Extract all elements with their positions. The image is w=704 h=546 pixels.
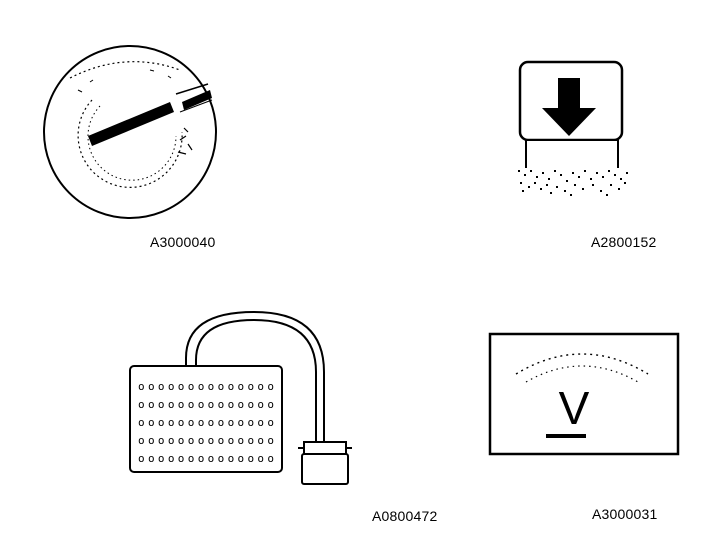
ignition-key-icon [43,45,217,219]
voltmeter-unit-symbol: V [559,382,590,434]
press-down-arrow-icon [516,60,630,196]
connector-cable-icon: oooooooooooooo oooooooooooooo oooooooooo… [129,310,352,485]
figure-press-down [510,56,636,200]
figure-caption: A3000031 [592,506,658,522]
figure-caption: A2800152 [591,234,657,250]
figure-ignition-switch [30,40,230,220]
figure-caption: A3000040 [150,234,216,250]
figure-voltmeter: V [486,330,684,460]
figure-diagnostic-connector: oooooooooooooo oooooooooooooo oooooooooo… [124,302,364,494]
voltmeter-icon: V [488,332,680,456]
figure-caption: A0800472 [372,508,438,524]
